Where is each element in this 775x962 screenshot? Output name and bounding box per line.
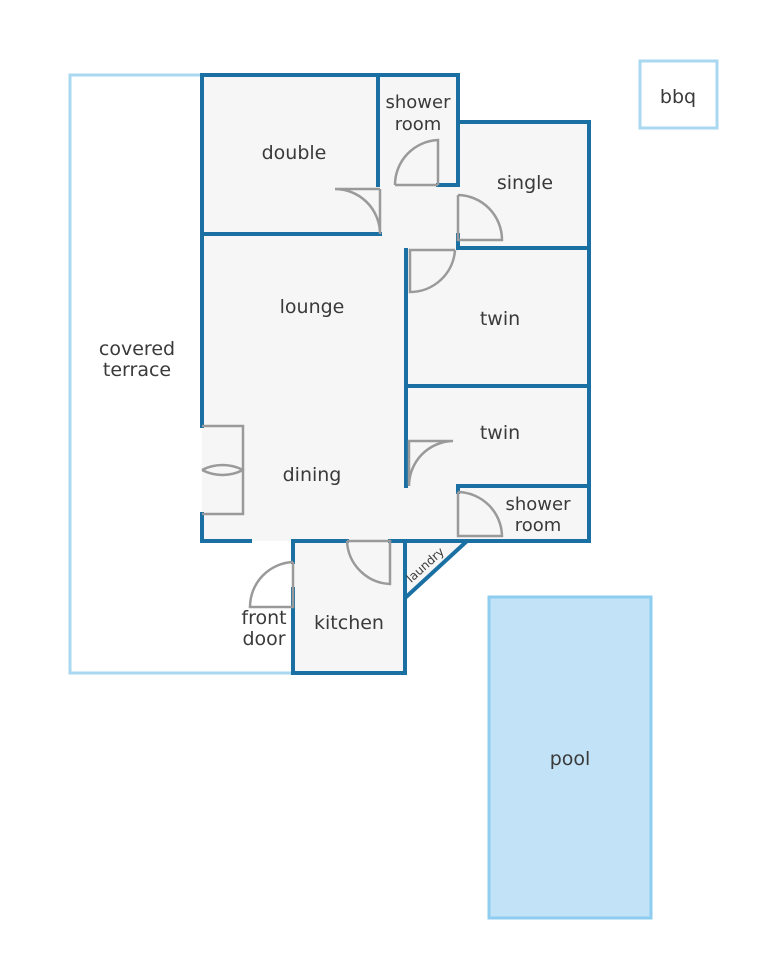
room-label-shower-top-line2: room — [395, 114, 442, 135]
room-label-twin-lower: twin — [480, 422, 520, 444]
room-label-kitchen: kitchen — [314, 612, 384, 634]
room-label-shower-bottom-line1: shower — [506, 494, 572, 515]
room-label-double: double — [262, 142, 327, 164]
door-shower-bottom[interactable] — [456, 490, 504, 538]
doors — [201, 138, 504, 609]
room-label-twin-upper: twin — [480, 308, 520, 330]
room-label-shower-top-line1: shower — [386, 92, 452, 113]
door-front[interactable] — [248, 560, 295, 609]
room-label-lounge: lounge — [280, 296, 345, 318]
door-twin-lower[interactable] — [407, 439, 454, 487]
label-covered-terrace-line1: covered — [99, 338, 175, 360]
bbq-area — [638, 59, 719, 130]
label-covered-terrace-line2: terrace — [103, 359, 171, 381]
label-pool: pool — [550, 748, 591, 770]
door-shower-top[interactable] — [393, 138, 440, 187]
outdoor-labels: covered terrace front door bbq pool — [99, 86, 696, 770]
room-label-single: single — [497, 172, 553, 194]
door-double[interactable] — [334, 187, 382, 235]
outdoor-areas — [68, 59, 719, 920]
label-front-door-line1: front — [241, 607, 286, 629]
covered-terrace-outline — [68, 73, 293, 675]
pool-area — [487, 595, 653, 920]
door-terrace-lower[interactable] — [201, 463, 245, 516]
room-label-shower-bottom-line2: room — [515, 515, 562, 536]
room-label-dining: dining — [283, 464, 342, 486]
label-bbq: bbq — [660, 86, 696, 108]
walls — [200, 73, 591, 675]
door-twin-upper[interactable] — [408, 248, 457, 294]
house-floor — [202, 75, 589, 673]
door-kitchen[interactable] — [345, 539, 392, 586]
door-single[interactable] — [456, 193, 504, 242]
label-front-door-line2: door — [242, 628, 285, 650]
